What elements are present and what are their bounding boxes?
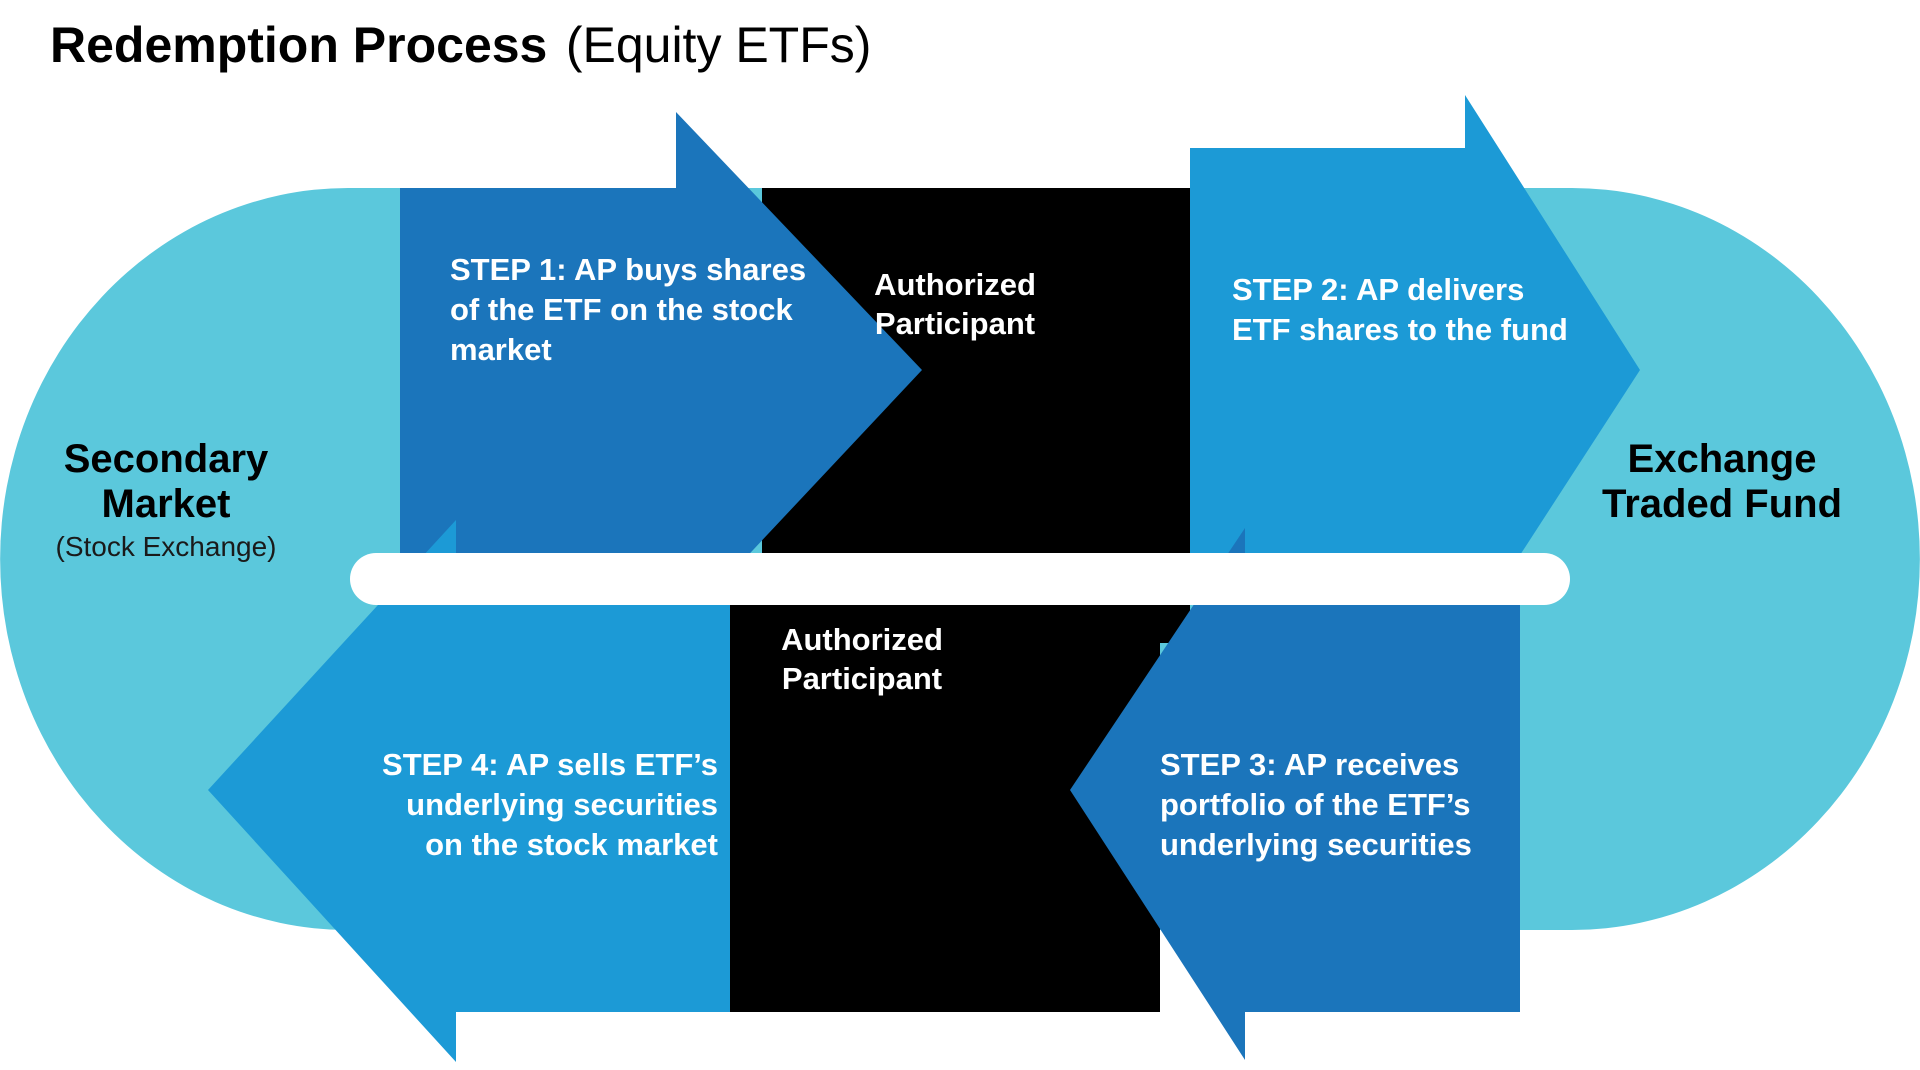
endpoint-left-sublabel: (Stock Exchange) bbox=[56, 531, 277, 562]
ap-top-line2: Participant bbox=[875, 306, 1035, 341]
step-4-line-2: underlying securities bbox=[406, 787, 718, 822]
page-title-bold: Redemption Process bbox=[50, 17, 547, 73]
page-title-regular: (Equity ETFs) bbox=[566, 17, 872, 73]
step-3-line-1: STEP 3: AP receives bbox=[1160, 747, 1459, 782]
step-3-label: STEP 3: AP receives portfolio of the ETF… bbox=[1160, 747, 1472, 862]
step-4-arrow-shape bbox=[208, 520, 730, 1062]
ap-top-line1: Authorized bbox=[874, 267, 1036, 302]
ap-bottom-line1: Authorized bbox=[781, 622, 943, 657]
authorized-participant-top-label: Authorized Participant bbox=[874, 267, 1036, 341]
authorized-participant-bottom-label: Authorized Participant bbox=[781, 622, 943, 696]
center-separator-band bbox=[350, 553, 1570, 605]
step-4-line-1: STEP 4: AP sells ETF’s bbox=[382, 747, 718, 782]
page-title: Redemption Process (Equity ETFs) bbox=[50, 17, 871, 73]
endpoint-left-line2: Market bbox=[102, 482, 231, 526]
step-1-line-2: of the ETF on the stock bbox=[450, 292, 793, 327]
endpoint-right-label: Exchange Traded Fund bbox=[1602, 437, 1842, 526]
step-4-line-3: on the stock market bbox=[425, 827, 718, 862]
step-2-line-1: STEP 2: AP delivers bbox=[1232, 272, 1524, 307]
step-3-line-2: portfolio of the ETF’s bbox=[1160, 787, 1471, 822]
step-1-line-1: STEP 1: AP buys shares bbox=[450, 252, 806, 287]
endpoint-right-line1: Exchange bbox=[1628, 437, 1817, 481]
step-1-label: STEP 1: AP buys shares of the ETF on the… bbox=[450, 252, 806, 367]
step-3-arrow-shape bbox=[1070, 528, 1520, 1060]
ap-bottom-line2: Participant bbox=[782, 661, 942, 696]
step-2-arrow-shape bbox=[1190, 95, 1640, 640]
step-4-label: STEP 4: AP sells ETF’s underlying securi… bbox=[382, 747, 718, 862]
step-3-line-3: underlying securities bbox=[1160, 827, 1472, 862]
endpoint-left-label: Secondary Market (Stock Exchange) bbox=[56, 437, 277, 562]
step-2-label: STEP 2: AP delivers ETF shares to the fu… bbox=[1232, 272, 1568, 347]
step-1-arrow-shape bbox=[400, 112, 922, 632]
endpoint-right-line2: Traded Fund bbox=[1602, 482, 1842, 526]
step-2-line-2: ETF shares to the fund bbox=[1232, 312, 1568, 347]
endpoint-left-line1: Secondary bbox=[64, 437, 269, 481]
step-1-line-3: market bbox=[450, 332, 552, 367]
svg-text:Redemption Process (Eq: Redemption Process (Equity ETFs) bbox=[50, 17, 871, 73]
